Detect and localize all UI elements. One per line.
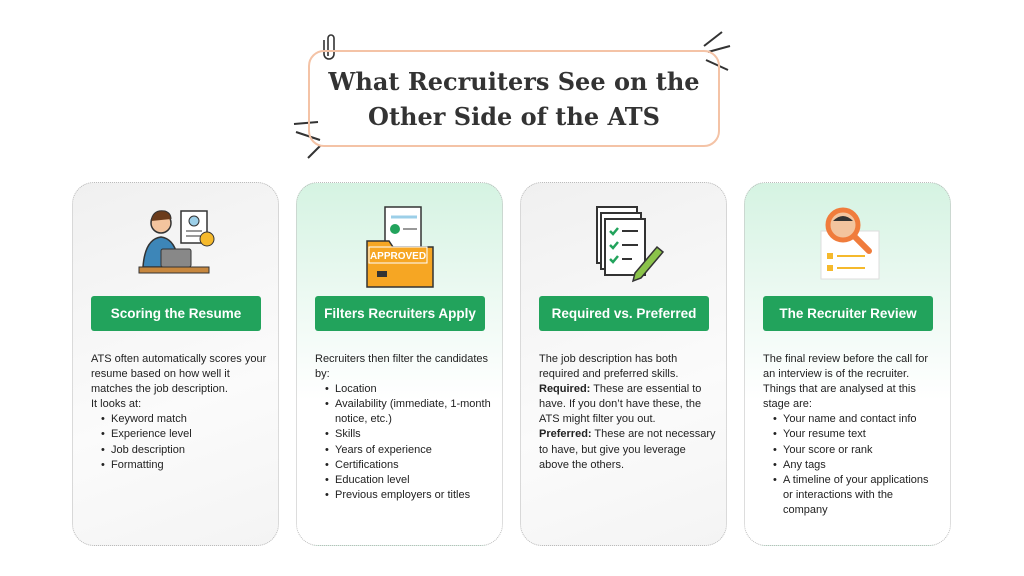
required-label: Required: xyxy=(539,383,591,396)
list-item: Your score or rank xyxy=(773,443,940,458)
preferred-label: Preferred: xyxy=(539,428,592,441)
list-item: Location xyxy=(325,382,492,397)
card-heading-pill: The Recruiter Review xyxy=(763,296,933,331)
card-filters: APPROVED Filters Recruiters Apply Recrui… xyxy=(296,182,503,546)
list-item: A timeline of your applications or inter… xyxy=(773,473,940,518)
list-item: Any tags xyxy=(773,458,940,473)
list-item: Availability (immediate, 1-month notice,… xyxy=(325,397,492,427)
card-scoring-resume: Scoring the Resume ATS often automatical… xyxy=(72,182,279,546)
card-heading-pill: Scoring the Resume xyxy=(91,296,261,331)
card-text: ATS often automatically scores your resu… xyxy=(91,353,267,396)
list-item: Education level xyxy=(325,473,492,488)
card-text: The final review before the call for an … xyxy=(763,353,929,381)
list-item: Experience level xyxy=(101,427,268,442)
card-body: Recruiters then filter the candidates by… xyxy=(315,352,492,503)
card-text: The job description has both required an… xyxy=(539,353,679,381)
list-item: Years of experience xyxy=(325,443,492,458)
person-laptop-icon xyxy=(138,210,214,274)
card-body: ATS often automatically scores your resu… xyxy=(91,352,268,473)
magnifier-candidate-icon xyxy=(820,207,879,280)
list-item: Skills xyxy=(325,427,492,442)
preferred-text: Preferred: These are not necessary to ha… xyxy=(539,427,716,472)
card-heading-pill: Required vs. Preferred xyxy=(539,296,709,331)
required-text: Required: These are essential to have. I… xyxy=(539,382,716,427)
card-heading-pill: Filters Recruiters Apply xyxy=(315,296,485,331)
required-description: These are essential to have. If you don’… xyxy=(539,383,702,426)
title-line-1: What Recruiters See on the xyxy=(328,66,700,96)
approved-folder-icon: APPROVED xyxy=(365,206,434,288)
list-item: Your resume text xyxy=(773,427,940,442)
list-item: Your name and contact info xyxy=(773,412,940,427)
list-item: Formatting xyxy=(101,458,268,473)
preferred-description: These are not necessary to have, but giv… xyxy=(539,428,716,471)
list-item: Certifications xyxy=(325,458,492,473)
list-item: Keyword match xyxy=(101,412,268,427)
card-required-preferred: Required vs. Preferred The job descripti… xyxy=(520,182,727,546)
card-recruiter-review: The Recruiter Review The final review be… xyxy=(744,182,951,546)
approved-stamp-text: APPROVED xyxy=(369,251,425,262)
card-body: The job description has both required an… xyxy=(539,352,716,473)
checklist-pencil-icon xyxy=(595,206,664,283)
list-item: Previous employers or titles xyxy=(325,488,492,503)
card-text: It looks at: xyxy=(91,398,142,411)
list-item: Job description xyxy=(101,443,268,458)
title-line-2: Other Side of the ATS xyxy=(368,101,660,131)
paperclip-icon xyxy=(323,34,335,60)
card-body: The final review before the call for an … xyxy=(763,352,940,518)
card-text: Things that are analysed at this stage a… xyxy=(763,383,916,411)
card-text: Recruiters then filter the candidates by… xyxy=(315,353,489,381)
